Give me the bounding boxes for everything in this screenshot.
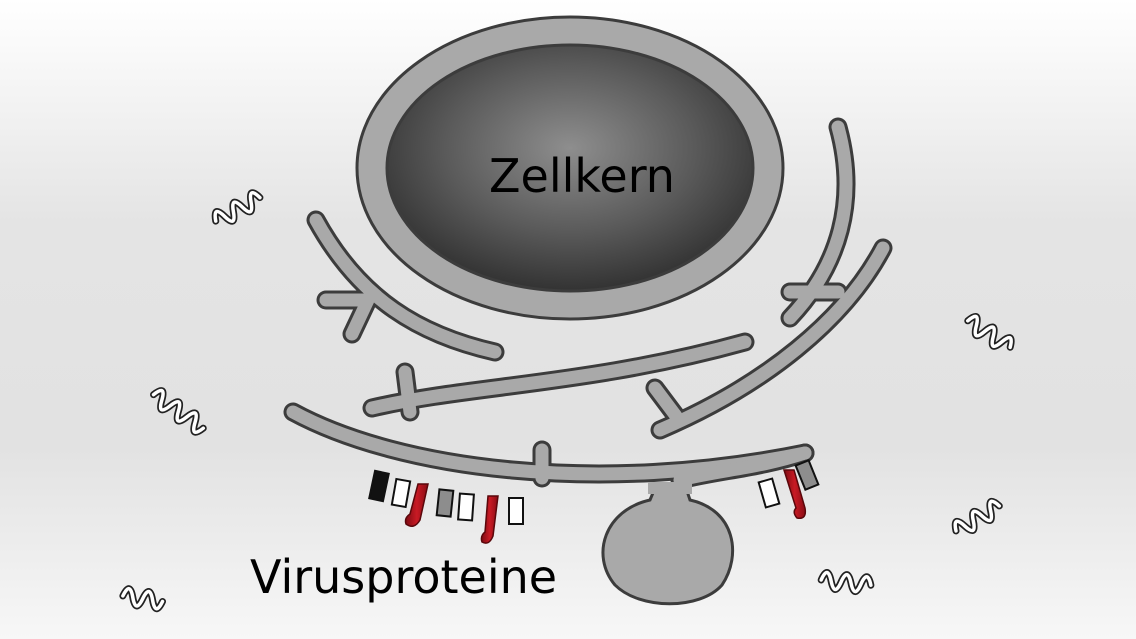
protein-red-icon <box>480 495 499 544</box>
protein-gray-icon <box>794 459 820 491</box>
protein-white-icon <box>757 477 781 509</box>
protein-red-icon <box>782 469 807 520</box>
rna-strand-icon <box>951 497 1003 535</box>
virus-proteins-right <box>757 459 820 520</box>
virus-proteins-label: Virusproteine <box>250 550 557 604</box>
vesicle <box>601 482 735 606</box>
protein-black-icon <box>368 469 390 503</box>
protein-white-icon <box>508 497 524 525</box>
nucleus <box>355 15 785 321</box>
rna-strand-icon <box>817 569 875 596</box>
protein-red-icon <box>404 483 429 527</box>
nucleus-label: Zellkern <box>489 149 675 203</box>
rna-strand-icon <box>150 387 207 436</box>
rna-strands <box>119 189 1015 613</box>
protein-gray-icon <box>435 488 455 518</box>
protein-white-icon <box>457 492 475 522</box>
rna-strand-icon <box>964 312 1015 351</box>
rna-strand-icon <box>211 189 264 225</box>
virus-proteins-left <box>368 469 524 544</box>
protein-white-icon <box>390 477 412 509</box>
endoplasmic-reticulum <box>283 117 893 490</box>
rna-strand-icon <box>119 585 166 613</box>
